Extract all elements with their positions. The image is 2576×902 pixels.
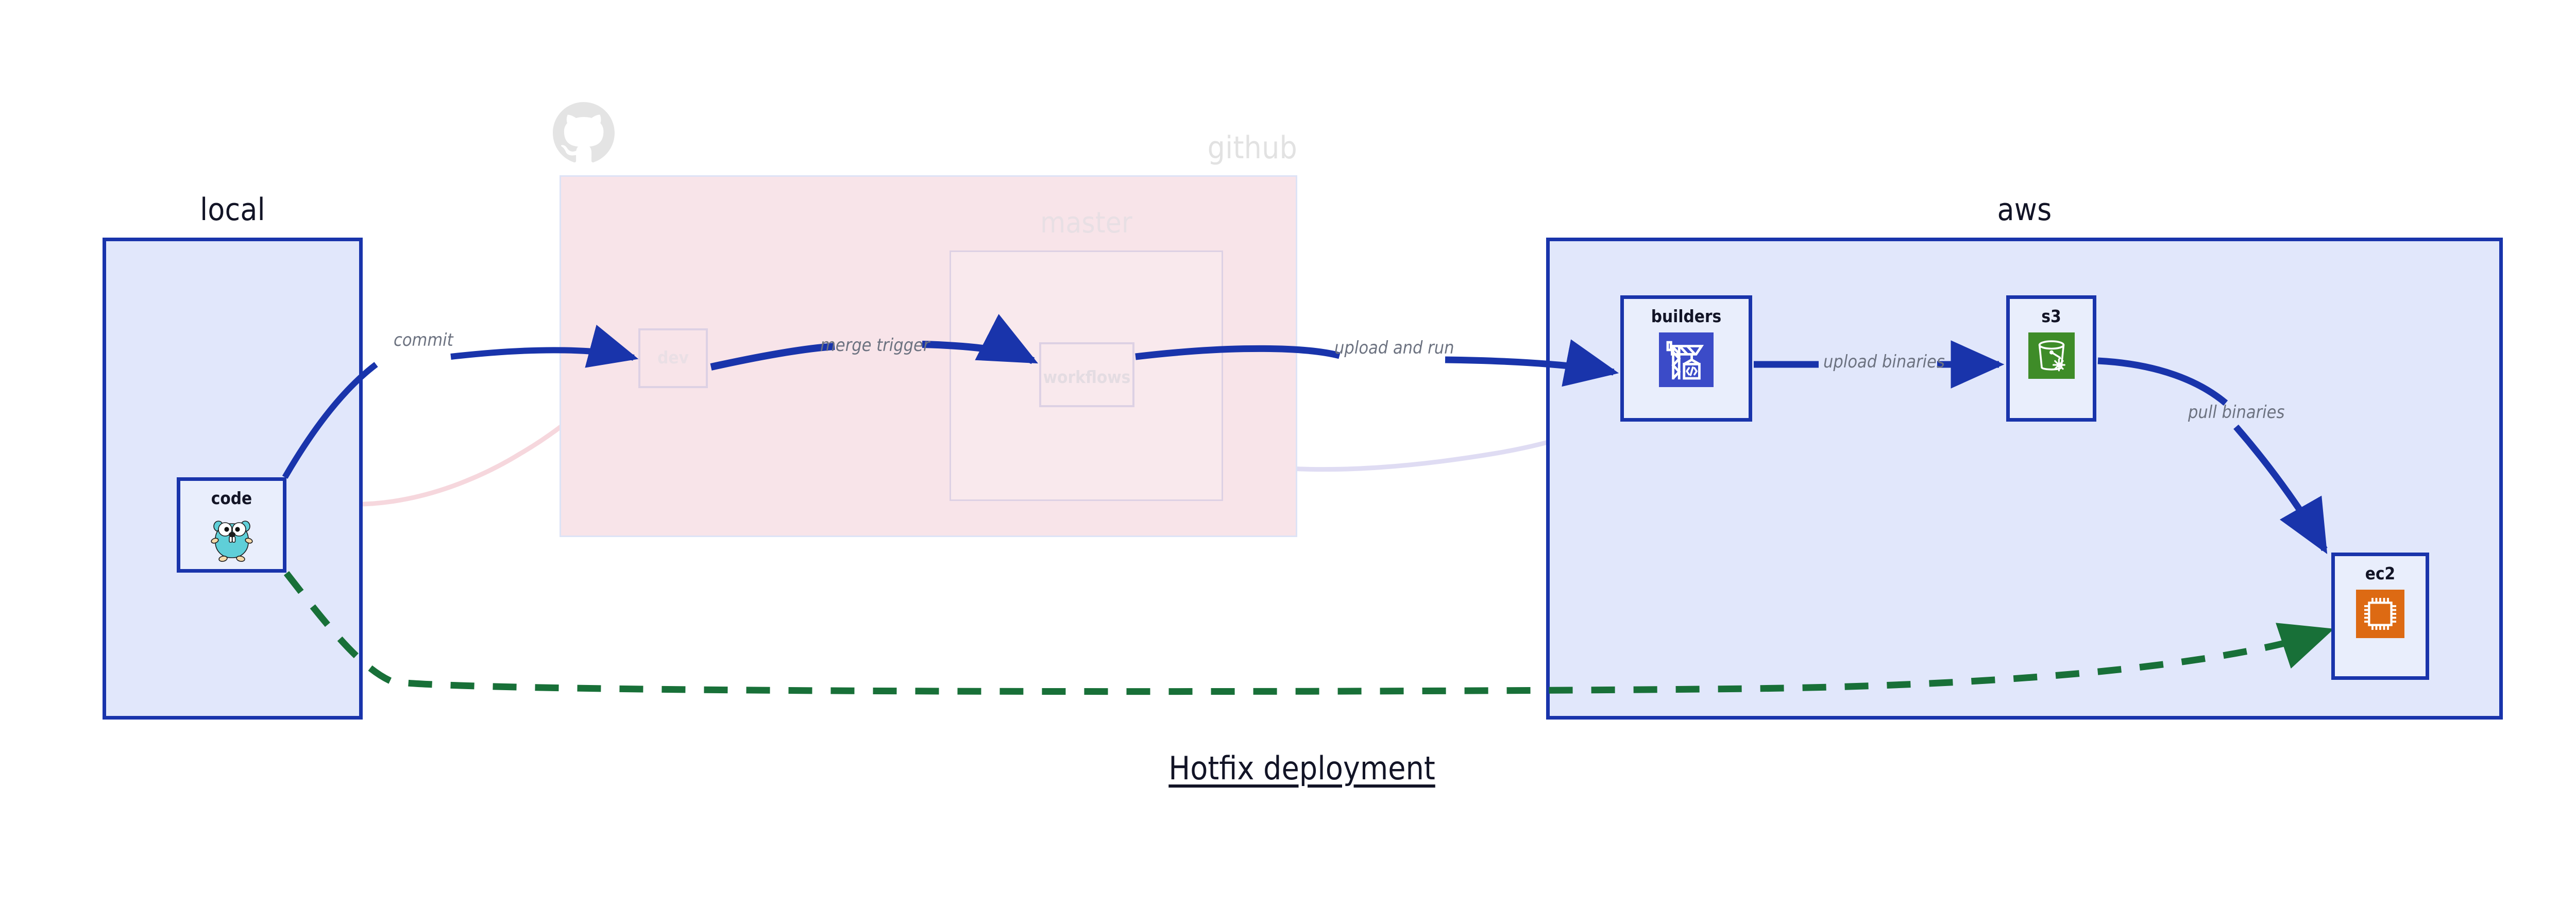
edge-label-merge-trigger: merge trigger bbox=[820, 335, 930, 356]
aws-ec2-chip-icon bbox=[2356, 590, 2404, 640]
cluster-master bbox=[950, 250, 1223, 501]
cluster-local-label: local bbox=[200, 192, 265, 228]
node-s3-label: s3 bbox=[2041, 306, 2061, 326]
node-builders[interactable]: builders bbox=[1620, 295, 1752, 422]
node-code-label: code bbox=[211, 488, 252, 508]
cluster-github-label: github bbox=[1207, 130, 1297, 166]
node-builders-label: builders bbox=[1651, 306, 1722, 326]
node-ec2[interactable]: ec2 bbox=[2331, 553, 2429, 680]
node-dev-label: dev bbox=[657, 347, 689, 368]
node-workflows-label: workflows bbox=[1043, 367, 1131, 387]
node-s3[interactable]: s3 bbox=[2006, 295, 2096, 422]
aws-s3-glacier-icon bbox=[2028, 332, 2075, 381]
node-dev[interactable]: dev bbox=[638, 328, 708, 388]
edge-label-upload-and-run: upload and run bbox=[1334, 338, 1454, 358]
diagram-title: Hotfix deployment bbox=[1168, 749, 1435, 787]
go-gopher-icon bbox=[208, 511, 256, 566]
edge-label-upload-binaries: upload binaries bbox=[1823, 352, 1945, 372]
edge-label-pull-binaries: pull binaries bbox=[2188, 402, 2285, 423]
aws-codebuild-icon bbox=[1659, 332, 1714, 389]
node-code[interactable]: code bbox=[177, 477, 286, 573]
cluster-master-label: master bbox=[1040, 206, 1132, 240]
github-octocat-icon bbox=[553, 102, 615, 164]
edge-label-commit: commit bbox=[394, 330, 453, 350]
node-workflows[interactable]: workflows bbox=[1039, 342, 1134, 407]
cluster-aws-label: aws bbox=[1997, 192, 2052, 228]
node-ec2-label: ec2 bbox=[2365, 563, 2396, 583]
